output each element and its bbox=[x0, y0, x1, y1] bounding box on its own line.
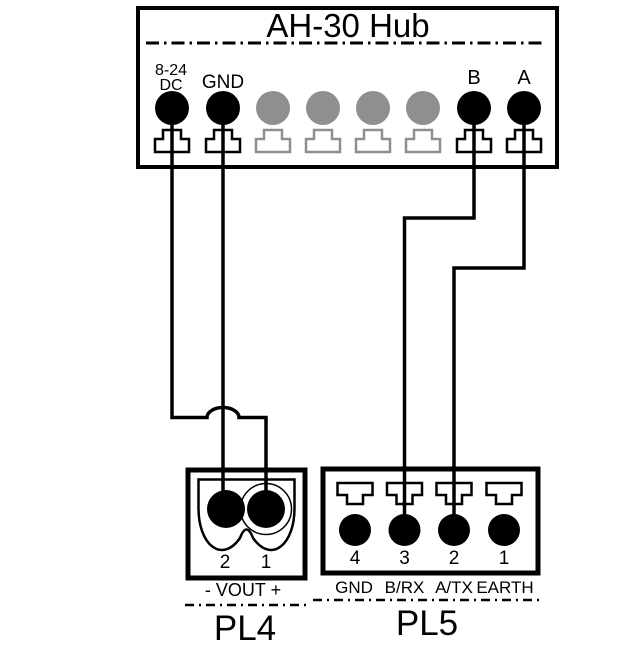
pl5-pin4-number: 4 bbox=[350, 548, 361, 569]
pl5-name: PL5 bbox=[396, 604, 458, 643]
pl4-pin1-number: 1 bbox=[261, 552, 272, 573]
pl4-pin1-circle bbox=[247, 490, 285, 528]
pl4-pin2-number: 2 bbox=[220, 552, 231, 573]
terminal-unused-2-circle bbox=[306, 91, 340, 125]
terminal-power-label-line2: DC bbox=[159, 77, 182, 94]
pl5-pin1-label: EARTH bbox=[476, 578, 533, 597]
pl4-name: PL4 bbox=[214, 609, 276, 648]
terminal-b-label: B bbox=[467, 67, 480, 89]
terminal-b-circle bbox=[457, 91, 491, 125]
wire-b-to-pl5-pin3 bbox=[402, 108, 476, 530]
terminal-unused-2-tab bbox=[304, 128, 342, 154]
pl4-connector: 2 1 - VOUT + PL4 bbox=[185, 467, 308, 648]
pl5-pin3-label: B/RX bbox=[385, 578, 425, 597]
pl5-pin2-number: 2 bbox=[449, 548, 460, 569]
terminal-a-circle bbox=[507, 91, 541, 125]
terminal-power-circle bbox=[155, 91, 189, 125]
terminal-unused-4-tab bbox=[404, 128, 442, 154]
terminal-gnd-label: GND bbox=[202, 72, 244, 93]
pl5-pin4-tab bbox=[336, 481, 374, 506]
hub: AH-30 Hub 8-24 DC GND B A bbox=[136, 6, 559, 169]
terminal-power-label-line1: 8-24 bbox=[155, 62, 187, 79]
pl5-pin3-circle bbox=[388, 514, 421, 546]
terminal-unused-1-tab bbox=[254, 128, 292, 154]
terminal-circles bbox=[155, 91, 541, 546]
wires bbox=[170, 108, 526, 530]
hub-title: AH-30 Hub bbox=[266, 7, 429, 44]
pl5-pin1-circle bbox=[488, 514, 520, 546]
pl5-pin4-circle bbox=[339, 514, 371, 546]
terminal-a-label: A bbox=[517, 67, 531, 89]
pl4-pin2-circle bbox=[207, 490, 245, 528]
pl5-pin4-label: GND bbox=[335, 578, 373, 597]
pl5-pin1-number: 1 bbox=[499, 548, 510, 569]
terminal-gnd-circle bbox=[206, 91, 240, 125]
wire-a-to-pl5-pin2 bbox=[452, 108, 526, 530]
terminal-unused-3-circle bbox=[356, 91, 390, 125]
pl4-caption: - VOUT + bbox=[205, 580, 281, 600]
pl5-pin3-number: 3 bbox=[399, 548, 410, 569]
pl5-pin2-label: A/TX bbox=[435, 578, 473, 597]
terminal-unused-3-tab bbox=[354, 128, 392, 154]
terminal-unused-1-circle bbox=[256, 91, 290, 125]
pl5-pin1-tab bbox=[485, 481, 523, 506]
pl5-connector: 4 3 2 1 GND B/RX A/TX EARTH PL5 bbox=[313, 466, 542, 643]
terminal-unused-4-circle bbox=[406, 91, 440, 125]
pl5-pin2-circle bbox=[438, 514, 470, 546]
